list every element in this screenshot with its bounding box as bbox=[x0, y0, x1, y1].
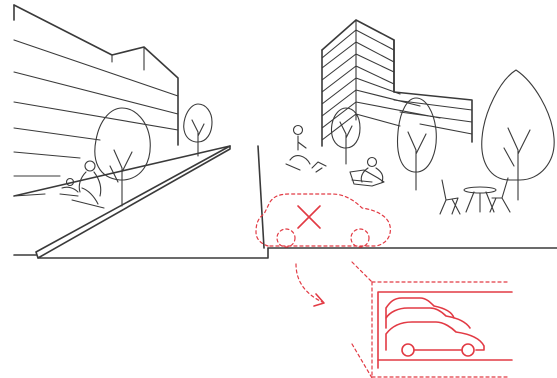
tree-icon bbox=[398, 98, 437, 190]
table-chairs-icon bbox=[440, 178, 510, 214]
right-building bbox=[322, 20, 472, 146]
arrow-icon bbox=[296, 264, 324, 306]
person-icon bbox=[286, 126, 326, 173]
car-icon bbox=[256, 194, 390, 247]
tree-icon bbox=[95, 108, 150, 206]
underground-parking-icon bbox=[352, 262, 512, 378]
left-sidewalk bbox=[14, 146, 268, 258]
tree-icon bbox=[482, 70, 554, 200]
left-building bbox=[14, 5, 178, 196]
person-icon bbox=[350, 158, 384, 187]
tree-icon bbox=[184, 104, 212, 156]
cross-icon bbox=[298, 206, 320, 228]
